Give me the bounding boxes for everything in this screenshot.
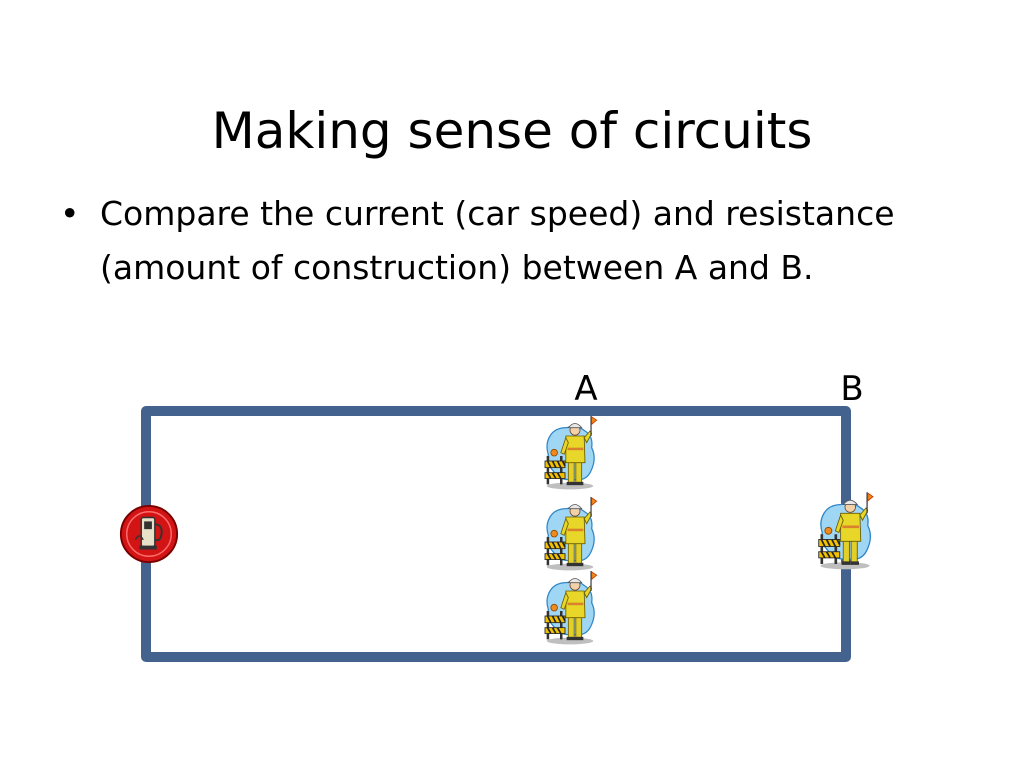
slide-title: Making sense of circuits [211,101,813,160]
circuit-wire [141,406,851,662]
bullet-text: Compare the current (car speed) and resi… [100,194,895,287]
point-b-label: B [840,369,863,409]
construction-worker-icon [543,414,598,491]
point-a-label: A [574,369,597,409]
construction-worker-icon [543,569,598,646]
bullet-item: • Compare the current (car speed) and re… [60,187,960,295]
bullet-dot-icon: • [60,194,80,233]
bullet-list: • Compare the current (car speed) and re… [60,187,960,295]
battery-icon [119,504,179,564]
construction-worker-icon [817,491,875,571]
construction-worker-icon [543,495,598,572]
